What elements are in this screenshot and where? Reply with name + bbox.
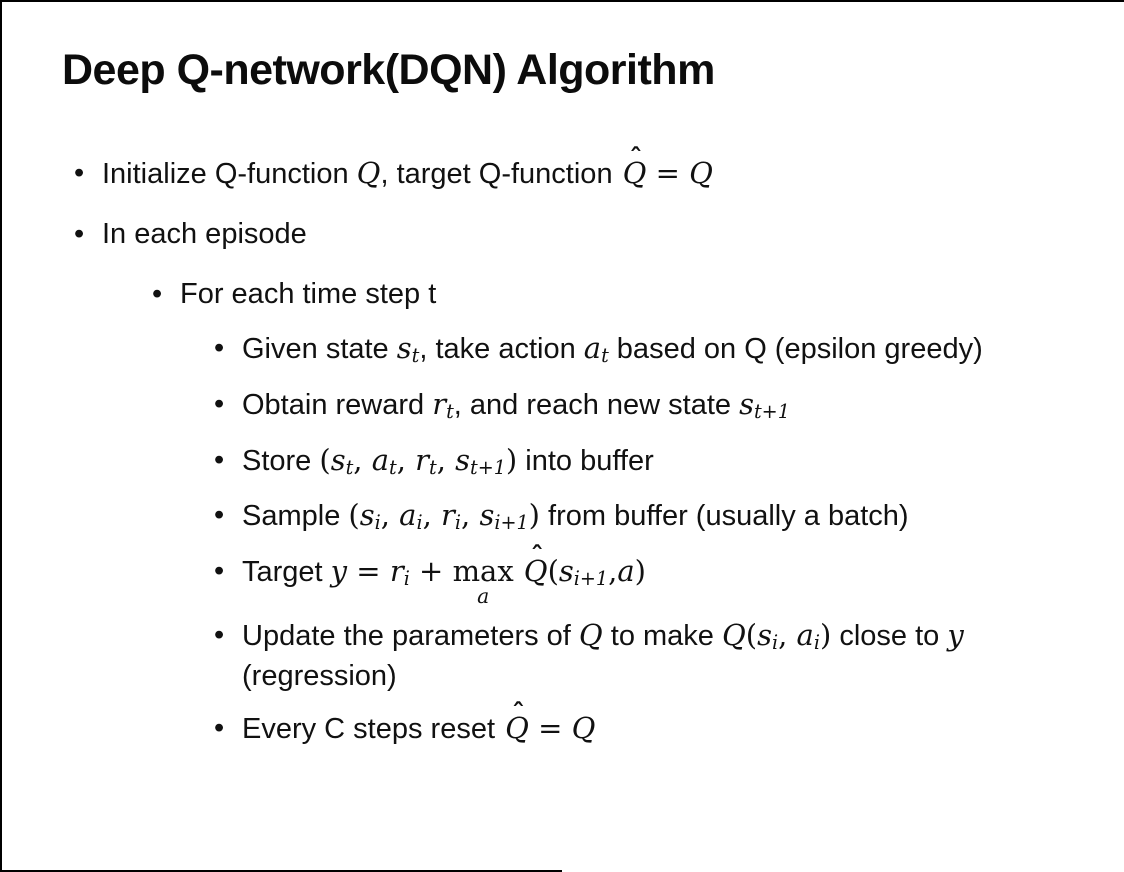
bullet-item-given-state: • Given state st, take action at based o… — [2, 328, 1124, 370]
bullet-item-store-buffer: • Store (st, at, rt, st+1) into buffer — [2, 440, 1124, 482]
bullet-text: Initialize Q-function Q, target Q-functi… — [102, 143, 713, 191]
bullet-icon: • — [152, 278, 163, 311]
bullet-text: Store (st, at, rt, st+1) into buffer — [242, 442, 654, 479]
bullet-icon: • — [214, 332, 225, 365]
bullet-item-timestep: • For each time step t — [2, 274, 1124, 314]
bullet-list: • Initialize Q-function Q, target Q-func… — [2, 143, 1124, 749]
bullet-text: For each time step t — [180, 278, 437, 311]
bullet-text: Sample (si, ai, ri, si+1) from buffer (u… — [242, 498, 909, 535]
bullet-item-episode: • In each episode — [2, 214, 1124, 254]
bullet-text: Obtain reward rt, and reach new state st… — [242, 387, 790, 424]
bullet-text: Update the parameters of Q to make Q(si,… — [242, 617, 964, 693]
bullet-item-sample-buffer: • Sample (si, ai, ri, si+1) from buffer … — [2, 495, 1124, 537]
bullet-item-update-parameters: • Update the parameters of Q to make Q(s… — [2, 615, 1124, 697]
slide-border-bottom — [2, 870, 562, 872]
bullet-icon: • — [214, 618, 225, 651]
bullet-icon: • — [214, 499, 225, 532]
bullet-icon: • — [214, 388, 225, 421]
bullet-text: In each episode — [102, 218, 307, 251]
slide-title: Deep Q-network(DQN) Algorithm — [62, 46, 715, 94]
bullet-text: Given state st, take action at based on … — [242, 331, 983, 368]
bullet-item-initialize: • Initialize Q-function Q, target Q-func… — [2, 143, 1124, 194]
bullet-icon: • — [74, 218, 85, 251]
bullet-icon: • — [214, 712, 225, 745]
bullet-icon: • — [214, 443, 225, 476]
bullet-icon: • — [74, 157, 85, 190]
bullet-item-obtain-reward: • Obtain reward rt, and reach new state … — [2, 384, 1124, 426]
bullet-icon: • — [214, 554, 225, 587]
